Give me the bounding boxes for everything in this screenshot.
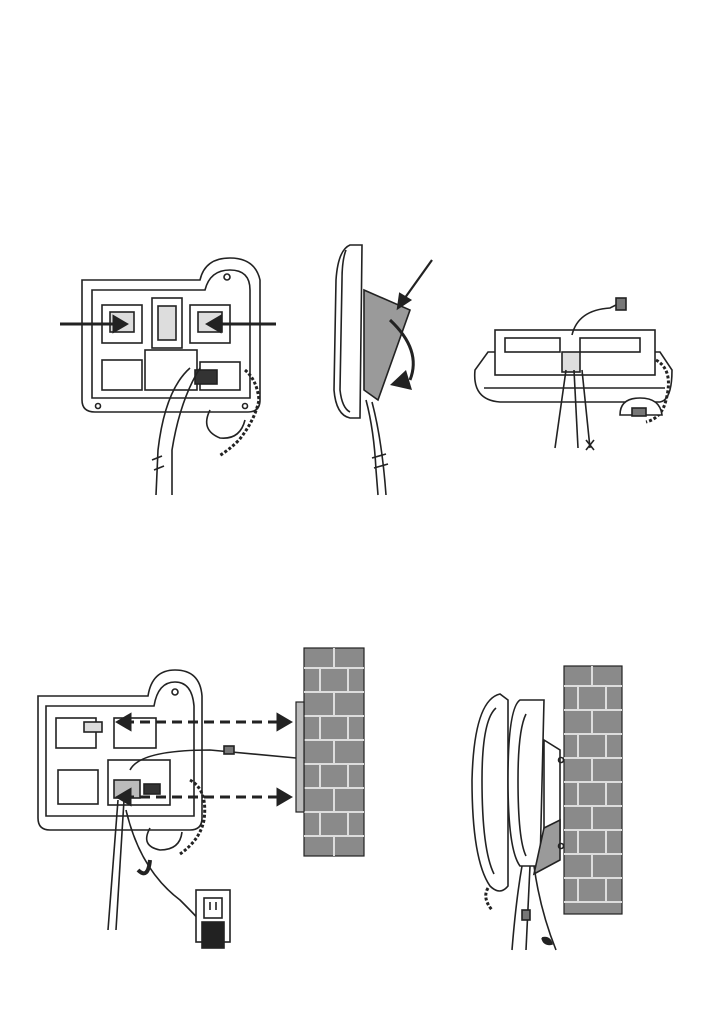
phone-base-top-cords-icon (460, 290, 690, 460)
phone-base-top-view (460, 290, 690, 460)
wall-mount-front-view (30, 640, 370, 970)
phone-base-back-arrows-icon (40, 250, 290, 500)
wall-mount-front-icon (30, 640, 370, 970)
phone-base-side-bracket-arrow-icon (320, 240, 440, 500)
phone-base-side-view (320, 240, 440, 500)
phone-base-back-view (40, 250, 290, 500)
brick-wall-icon (564, 666, 622, 914)
wall-mount-side-view (460, 660, 630, 960)
brick-wall-icon (296, 648, 364, 856)
wall-mount-side-icon (460, 660, 630, 960)
